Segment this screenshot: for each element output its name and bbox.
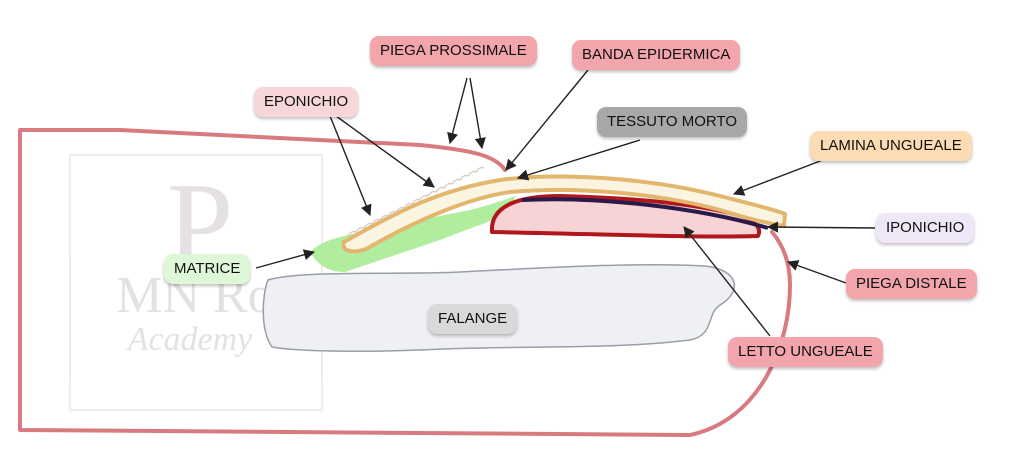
eponychium-edge (347, 166, 485, 237)
label-iponichio: IPONICHIO (876, 213, 975, 243)
label-falange: FALANGE (428, 304, 518, 334)
watermark-sub: Academy (126, 321, 254, 358)
label-letto-ungueale: LETTO UNGUEALE (728, 337, 883, 367)
label-banda-epidermica: BANDA EPIDERMICA (572, 40, 741, 70)
label-arrows (255, 69, 876, 337)
nail-plate (341, 174, 787, 254)
hyponychium-band (521, 197, 769, 230)
matrix (310, 196, 515, 272)
label-piega-distale: PIEGA DISTALE (846, 269, 977, 299)
label-piega-prossimale: PIEGA PROSSIMALE (370, 36, 537, 66)
label-lamina-ungueale: LAMINA UNGUEALE (810, 131, 972, 161)
label-eponichio: EPONICHIO (254, 87, 359, 117)
label-tessuto-morto: TESSUTO MORTO (597, 107, 748, 137)
label-matrice: MATRICE (164, 254, 251, 284)
